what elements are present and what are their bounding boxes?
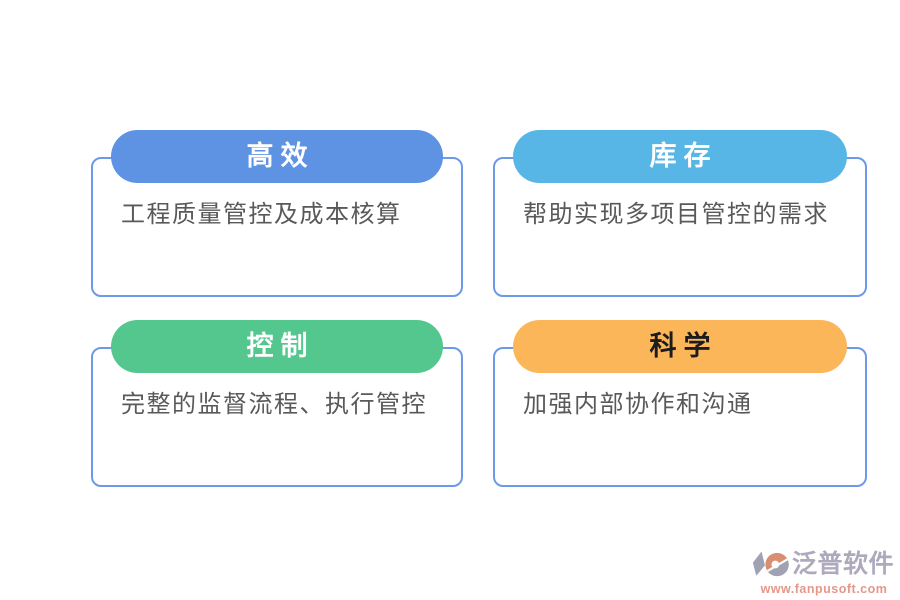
feature-card-inventory: 库存 帮助实现多项目管控的需求 [493,130,867,298]
logo-url: www.fanpusoft.com [760,582,888,596]
card-body-text: 工程质量管控及成本核算 [121,201,402,228]
feature-card-control: 控制 完整的监督流程、执行管控 [91,320,463,488]
card-title: 高效 [246,141,315,171]
card-title: 科学 [649,331,718,361]
card-title: 控制 [246,331,315,361]
feature-card-science: 科学 加强内部协作和沟通 [493,320,867,488]
card-header-pill: 控制 [111,320,443,373]
card-header-pill: 科学 [513,320,847,373]
fanpu-logo: 泛普软件 www.fanpusoft.com [752,548,896,596]
feature-card-efficiency: 高效 工程质量管控及成本核算 [91,130,463,298]
logo-name: 泛普软件 [792,550,895,578]
card-body-text: 加强内部协作和沟通 [523,391,753,418]
fanpu-logo-icon [752,551,789,577]
card-body-text: 帮助实现多项目管控的需求 [523,201,829,228]
card-title: 库存 [649,141,718,171]
card-header-pill: 高效 [111,130,443,183]
card-body-text: 完整的监督流程、执行管控 [121,391,427,418]
card-header-pill: 库存 [513,130,847,183]
